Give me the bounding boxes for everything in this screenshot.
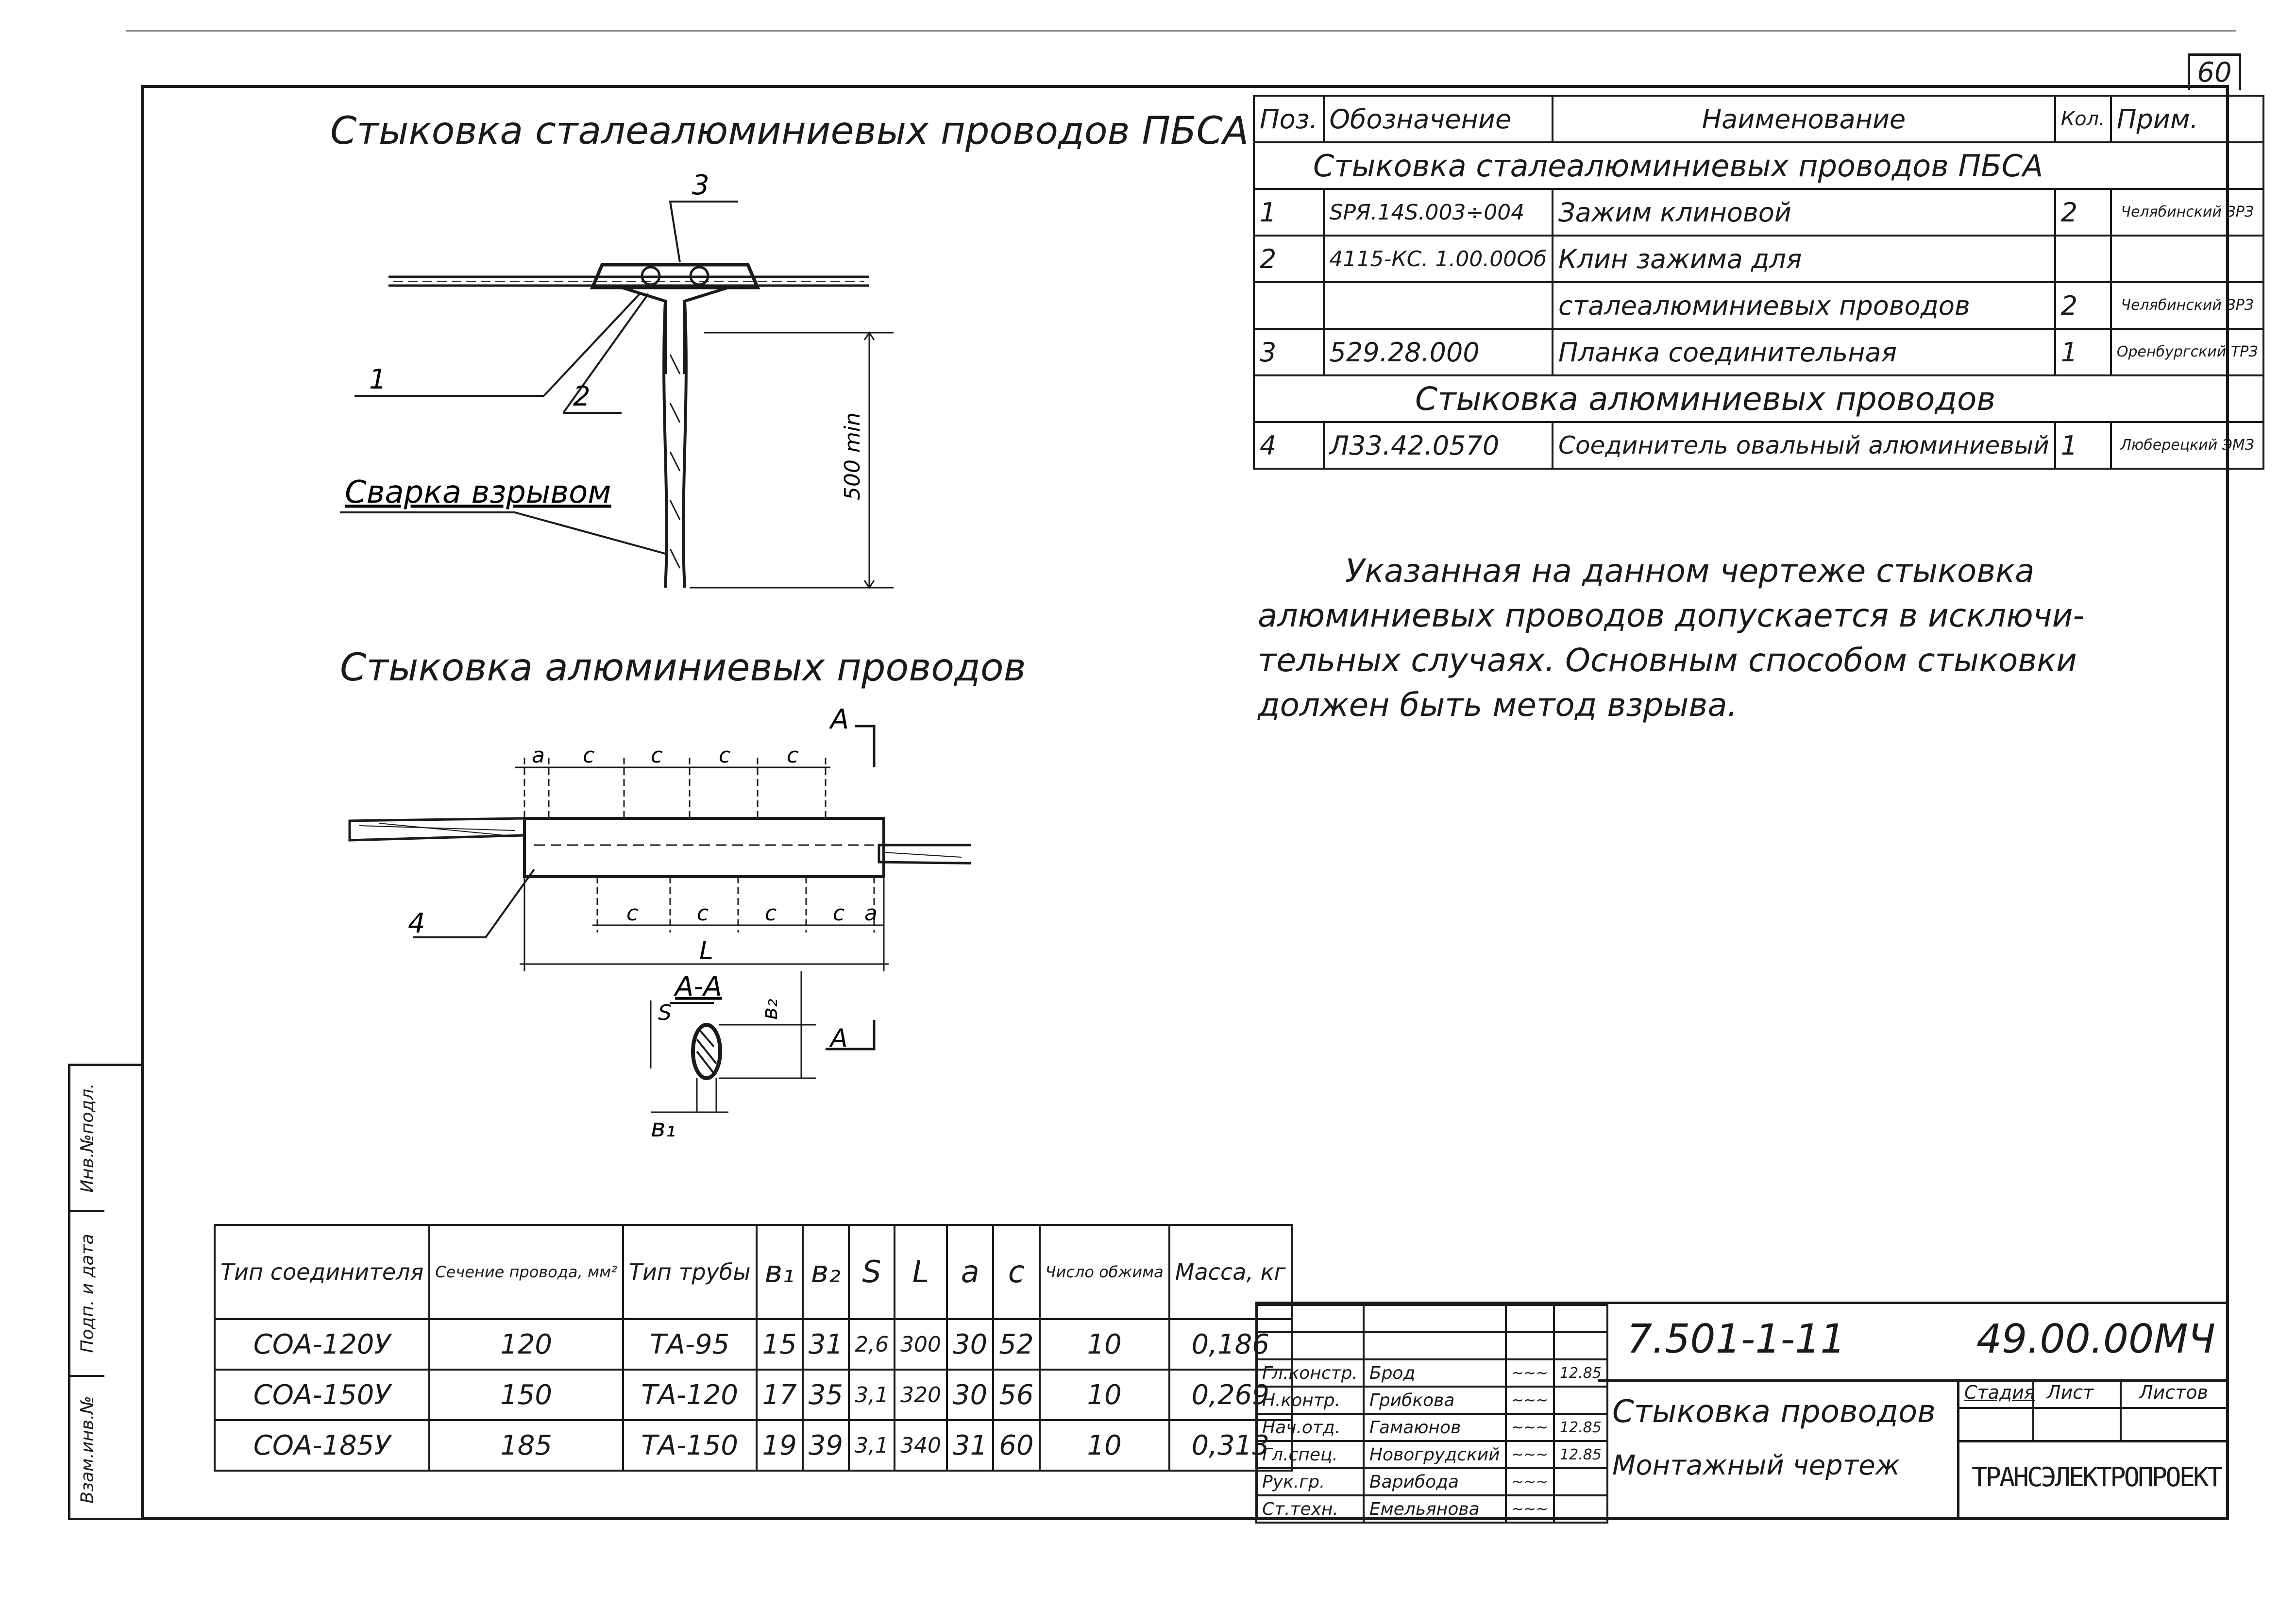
side-cell-replace: Взам.инв.№ (77, 1396, 98, 1504)
section-marker-bottom: А (829, 1024, 848, 1053)
drawing-subtitle: Монтажный чертеж (1612, 1450, 1900, 1481)
section-title: А-А (674, 971, 722, 1002)
organization: ТРАНСЭЛЕКТРОПРОЕКТ (1972, 1462, 2223, 1492)
signature: ~~~ (1504, 1386, 1555, 1415)
section-b2: в₂ (758, 999, 782, 1020)
lead (662, 301, 688, 588)
callout-3: 3 (692, 169, 709, 201)
bottom-dim-c3: c (765, 901, 777, 926)
wire-right (878, 844, 971, 864)
bottom-dim-a: a (864, 901, 878, 926)
dimension-500: 500 min (840, 412, 865, 500)
bottom-dim-c2: c (697, 901, 709, 926)
note-paragraph: Указанная на данном чертеже стыковка алю… (1258, 552, 2085, 724)
spec-group-1: Стыковка сталеалюминиевых проводов ПБСА (1252, 141, 2265, 190)
drawing1-svg: 3 1 2 500 min Сварка взрывом (340, 169, 894, 589)
sheet-label: Лист (2047, 1382, 2094, 1403)
weld-label: Сварка взрывом (345, 475, 611, 510)
top-dim-c1: c (583, 743, 594, 768)
doc-number: 49.00.00МЧ (1976, 1316, 2216, 1362)
signature: ~~~ (1504, 1440, 1555, 1469)
section-oval (691, 1023, 722, 1080)
callout-1: 1 (369, 364, 387, 395)
side-cell-inv: Инв.№подл. (70, 1066, 104, 1212)
spec-header-note: Прим. (2110, 95, 2265, 143)
callout-4: 4 (408, 908, 425, 939)
bolt-left (641, 266, 661, 286)
spec-header-name: Наименование (1552, 95, 2056, 143)
signature: ~~~ (1504, 1358, 1555, 1388)
spec-group-2: Стыковка алюминиевых проводов (1252, 374, 2265, 423)
signer-row: Н.контр.Грибкова~~~ (1255, 1386, 1608, 1415)
stage-grid: Стадия Лист Листов (1959, 1382, 2229, 1442)
sheets-label: Листов (2139, 1382, 2208, 1403)
stage-label: Стадия (1964, 1382, 2035, 1403)
callout-2: 2 (573, 381, 591, 412)
signer-row: Нач.отд.Гамаюнов~~~12.85 (1255, 1413, 1608, 1442)
drawing1-title: Стыковка сталеалюминиевых проводов ПБСА (330, 109, 1249, 153)
connector-body (523, 817, 885, 878)
bottom-dim-c1: c (626, 901, 638, 926)
length-label: L (699, 936, 713, 966)
top-dim-c4: c (787, 743, 798, 768)
title-divider-v (1957, 1379, 1959, 1520)
sheet-number: 60 (2188, 53, 2241, 90)
signature: ~~~ (1504, 1494, 1555, 1524)
signature: ~~~ (1504, 1467, 1555, 1496)
spec-header-pos: Поз. (1253, 95, 1325, 143)
signature: ~~~ (1504, 1413, 1555, 1442)
signer-row: Гл.спец.Новогрудский~~~12.85 (1255, 1440, 1608, 1469)
title-divider-h (1598, 1379, 2229, 1382)
drawing2-title: Стыковка алюминиевых проводов (340, 646, 1026, 690)
section-s: S (658, 1000, 672, 1025)
drawing-title: Стыковка проводов (1612, 1394, 1936, 1430)
top-border-line (126, 30, 2236, 32)
side-cell-sign: Подп. и дата (70, 1212, 104, 1377)
signer-row: Рук.гр.Варибода~~~ (1255, 1467, 1608, 1496)
doc-code: 7.501-1-11 (1627, 1316, 1846, 1362)
clamp-body (590, 263, 760, 289)
bolt-right (689, 266, 709, 286)
top-dim-c2: c (651, 743, 662, 768)
connector-data-table: Тип соединителя Сечение провода, мм² Тип… (213, 1224, 1293, 1472)
section-b1: в₁ (651, 1114, 676, 1143)
drawing-frame (141, 85, 2229, 1520)
signers-table: Гл.констр.Брод~~~12.85 Н.контр.Грибкова~… (1255, 1304, 1608, 1524)
spec-header-qty: Кол. (2054, 95, 2112, 143)
drawing2-svg: А a c c c c c c c c a L 4 А-А S в₂ А в₁ (348, 704, 971, 1143)
top-dim-c3: c (719, 743, 730, 768)
side-strip: Инв.№подл. Подп. и дата Взам.инв.№ (68, 1064, 141, 1520)
signer-row: Гл.констр.Брод~~~12.85 (1255, 1358, 1608, 1388)
spec-header-code: Обозначение (1322, 95, 1554, 143)
section-marker-top: А (829, 704, 849, 735)
specification-table: Поз. Обозначение Наименование Кол. Прим.… (1252, 95, 2265, 470)
wire (388, 275, 869, 287)
top-dim-a: a (532, 743, 545, 768)
title-block: Гл.констр.Брод~~~12.85 Н.контр.Грибкова~… (1255, 1302, 2229, 1524)
signer-row: Ст.техн.Емельянова~~~ (1255, 1494, 1608, 1524)
bottom-dim-c4: c (833, 901, 844, 926)
